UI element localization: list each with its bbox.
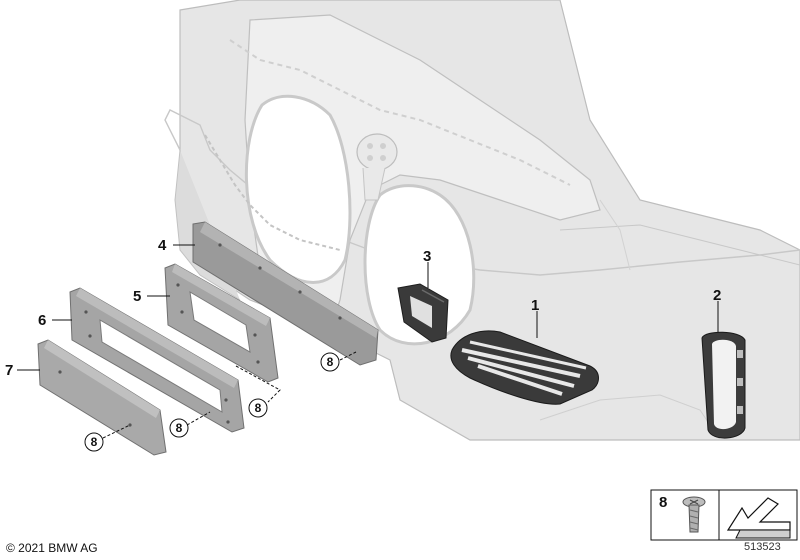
legend-screw-cell	[650, 489, 720, 541]
screw-icon	[682, 496, 706, 533]
svg-text:8: 8	[176, 421, 183, 435]
direction-arrow-icon	[726, 497, 791, 539]
callout-3: 3	[423, 248, 431, 265]
svg-text:8: 8	[91, 435, 98, 449]
image-number: 513523	[744, 541, 781, 553]
callout-7: 7	[5, 362, 13, 379]
callout-6: 6	[38, 312, 46, 329]
svg-text:8: 8	[255, 401, 262, 415]
part-6-plate-frame	[69, 287, 245, 433]
bmw-emblem-mount	[356, 133, 398, 201]
callout-2: 2	[713, 287, 721, 304]
circled-8-d: 8	[84, 432, 104, 452]
callout-5: 5	[133, 288, 141, 305]
copyright-notice: © 2021 BMW AG	[6, 541, 98, 555]
circled-8-b: 8	[248, 398, 268, 418]
callout-labels: 4 5 6 7 3 1 2	[5, 237, 721, 379]
callout-4: 4	[158, 237, 167, 254]
legend-box: 8	[650, 489, 798, 541]
part-4-plate-base	[192, 221, 379, 366]
svg-text:8: 8	[327, 355, 334, 369]
part-7-trim-strip	[37, 339, 167, 456]
screw-reference-callouts: 8 8 8 8	[84, 352, 340, 452]
circled-8-a: 8	[320, 352, 340, 372]
leader-lines	[17, 244, 719, 439]
part-1-grille-insert	[450, 330, 599, 405]
part-3-bracket	[397, 283, 449, 343]
part-5-plate-frame	[164, 263, 279, 383]
callout-1: 1	[531, 297, 539, 314]
part-2-air-duct-trim	[701, 331, 746, 439]
legend-item-number: 8	[659, 494, 667, 511]
circled-8-c: 8	[169, 418, 189, 438]
